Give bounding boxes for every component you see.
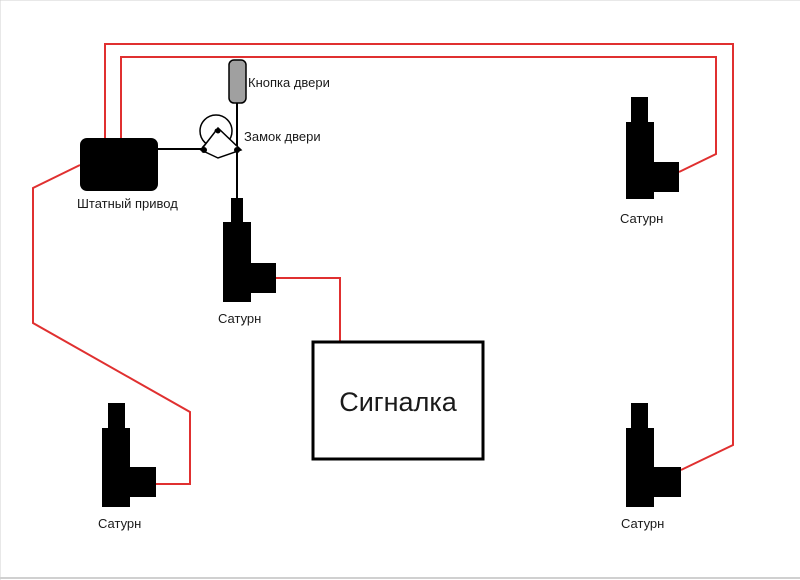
door-lock-label: Замок двери <box>244 129 321 144</box>
actuator-bottom-right-rod <box>631 403 648 428</box>
actuator-bottom-right: Сатурн <box>621 403 681 531</box>
actuator-top-right: Сатурн <box>620 97 679 226</box>
red-wires <box>32 43 734 485</box>
lock-pivot-top <box>215 128 221 134</box>
door-lock: Замок двери <box>199 114 321 159</box>
actuator-top-right-connector <box>651 162 679 192</box>
lock-pivot-right <box>234 147 240 153</box>
alarm-label: Сигналка <box>339 387 458 417</box>
stock-drive-body <box>80 138 158 191</box>
actuator-bottom-left-connector <box>128 467 156 497</box>
door-button-body <box>228 59 247 104</box>
wire-outer-to-bottom-right <box>104 43 734 471</box>
actuator-center: Сатурн <box>218 198 276 326</box>
door-button: Кнопка двери <box>228 59 330 104</box>
actuator-center-rod <box>231 198 243 223</box>
alarm-box <box>311 340 485 461</box>
actuator-top-right-body <box>626 122 654 199</box>
actuator-top-right-label: Сатурн <box>620 211 663 226</box>
actuator-bottom-left-rod <box>108 403 125 428</box>
actuator-bottom-left: Сатурн <box>98 403 156 531</box>
black-links <box>158 103 238 198</box>
actuator-bottom-left-body <box>102 428 130 507</box>
stock-drive: Штатный привод <box>77 138 178 211</box>
door-button-label: Кнопка двери <box>248 75 330 90</box>
actuator-top-right-rod <box>631 97 648 122</box>
actuator-center-body <box>223 222 251 302</box>
alarm-unit: Сигналка <box>311 340 485 461</box>
wire-inner-to-top-right <box>120 56 717 173</box>
lock-lever-plate <box>199 126 243 159</box>
wire-drive-to-bottom-left <box>32 164 191 485</box>
actuator-center-connector <box>248 263 276 293</box>
actuator-bottom-right-body <box>626 428 654 507</box>
stock-drive-label: Штатный привод <box>77 196 178 211</box>
actuator-bottom-left-label: Сатурн <box>98 516 141 531</box>
wire-center-to-alarm <box>276 277 341 341</box>
actuator-center-label: Сатурн <box>218 311 261 326</box>
actuator-bottom-right-label: Сатурн <box>621 516 664 531</box>
lock-pivot-left <box>201 147 207 153</box>
actuator-bottom-right-connector <box>653 467 681 497</box>
